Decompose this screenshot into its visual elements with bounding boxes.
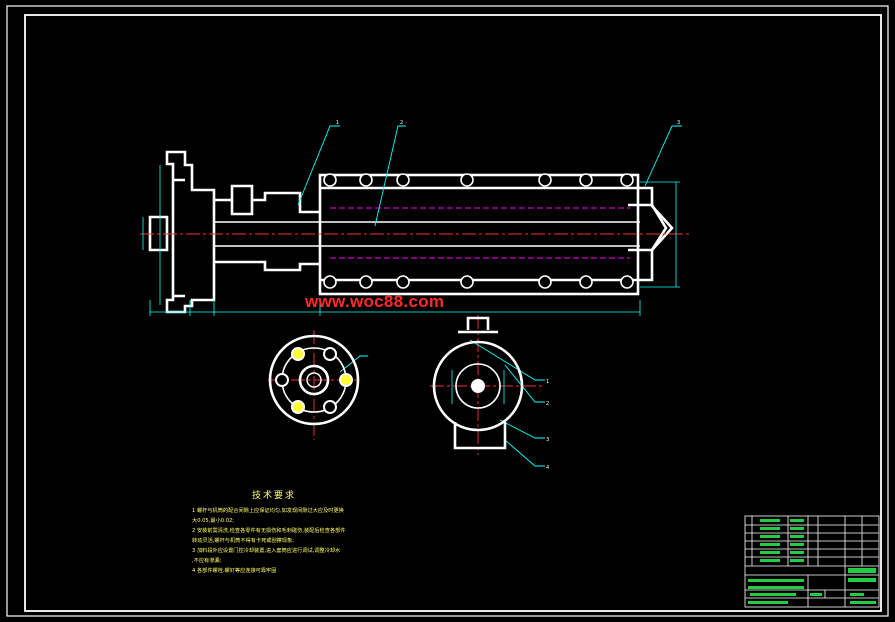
leader-label: 3 [677, 120, 680, 126]
nozzle-outline [638, 186, 674, 282]
leader-lines [297, 125, 682, 467]
shaft-hole [471, 379, 485, 393]
leader-label: 2 [400, 120, 403, 126]
screw-shaft [214, 207, 640, 259]
tech-note-line: 转动灵活,螺杆与机筒不得有卡死或刮擦现象; [192, 538, 294, 544]
tech-note-line: 2 安装前需清洗,检查各零件有无损伤和毛刺碰伤,装配后检查各部件 [192, 528, 346, 534]
title-block-fill [748, 519, 876, 604]
tech-note-line: ,不应有渗漏; [192, 558, 222, 564]
tech-note-line: 1 螺杆与机筒的配合间隙上应保证均匀,如发现间隙过大应及时更换 [192, 508, 344, 514]
outer-frame [6, 5, 889, 617]
side-view-detail [451, 370, 505, 404]
barrel-outline [318, 173, 640, 296]
tech-note-line: 3 加料段外应设置门控冷却装置,进入套筒应进行调试,调整冷却水 [192, 548, 341, 554]
feed-neck-outline [214, 184, 320, 272]
inner-frame [24, 14, 882, 612]
tech-note-line: 大0.05,最小0.02; [192, 518, 235, 524]
dimension-lines [142, 165, 680, 316]
tech-notes-title: 技术要求 [252, 491, 297, 501]
title-block [744, 515, 880, 608]
leader-label: 4 [546, 465, 549, 471]
leader-label: 1 [336, 120, 339, 126]
leader-label: 2 [546, 401, 549, 407]
leader-label: 3 [546, 437, 549, 443]
flange-bolt-holes [275, 347, 353, 414]
main-assembly-view [148, 150, 674, 314]
tech-note-line: 4 各部件螺栓,螺钉等应连接可靠牢固 [192, 568, 277, 574]
gearbox-side-view [432, 316, 524, 450]
flange-outline [165, 150, 216, 314]
barrel-bolt-holes [323, 173, 634, 289]
centerlines [140, 233, 690, 455]
tech-notes: 1 螺杆与机筒的配合间隙上应保证均匀,如发现间隙过大应及时更换 大0.05,最小… [192, 506, 412, 576]
watermark: www.woc88.com [305, 292, 445, 311]
leader-label: 1 [546, 379, 549, 385]
